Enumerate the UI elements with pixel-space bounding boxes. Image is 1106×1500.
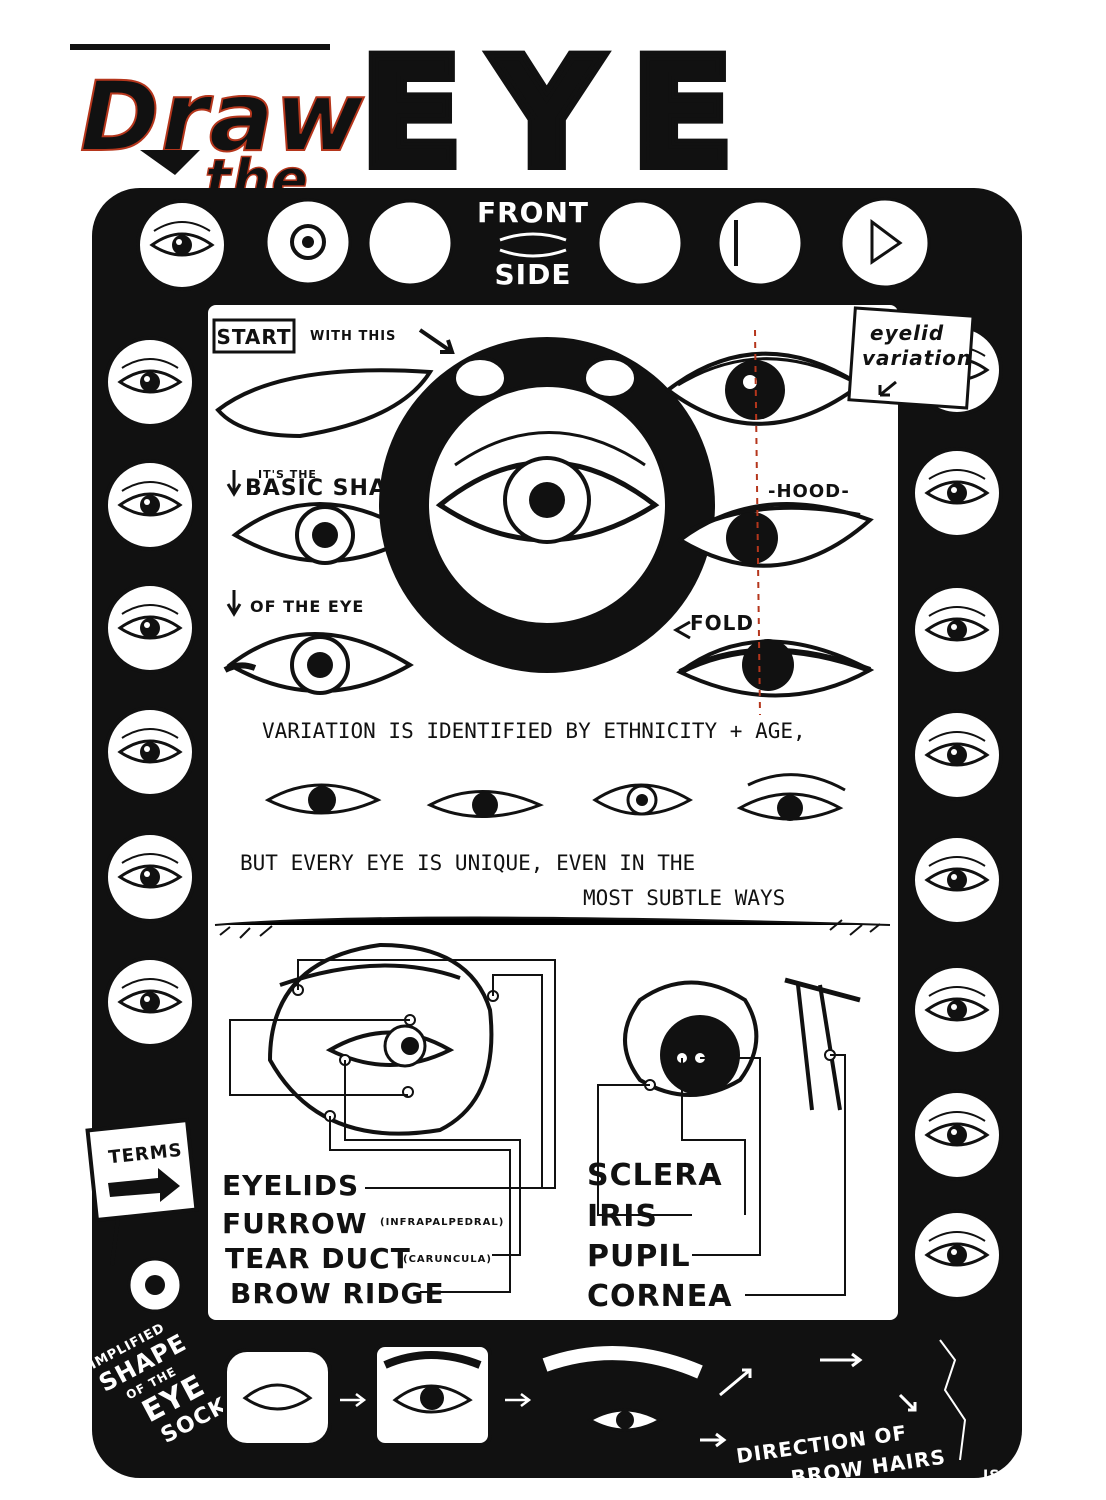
title-draw: Draw — [80, 61, 365, 173]
sphere-icon — [596, 199, 684, 287]
brow-direction-arrows — [700, 1352, 917, 1448]
right-arrow-icon — [340, 1393, 367, 1407]
term-tear-duct-note: (CARUNCULA) — [403, 1254, 492, 1265]
terms-right-list: SCLERA IRIS PUPIL CORNEA — [587, 1158, 732, 1314]
of-the-eye-label: OF THE EYE — [250, 597, 364, 616]
medallion-eye-icon — [104, 582, 196, 674]
front-label: FRONT — [477, 196, 589, 229]
medallion-eye-icon — [104, 706, 196, 798]
side-circle-icon — [716, 199, 804, 287]
term-furrow: FURROW — [222, 1207, 368, 1240]
arrow-icon — [878, 380, 897, 397]
svg-text:START: START — [216, 325, 291, 349]
term-brow-ridge: BROW RIDGE — [230, 1277, 445, 1310]
start-label: START — [212, 318, 296, 354]
anatomy-eyeball-callouts — [597, 1054, 846, 1296]
term-furrow-note: (INFRAPALPEDRAL) — [380, 1217, 504, 1228]
eye-row — [264, 773, 846, 821]
socket-frame-1 — [223, 1348, 332, 1447]
front-side-row: FRONT SIDE — [136, 196, 931, 291]
medallion-eye-icon — [911, 1089, 1003, 1181]
medallion-eye-icon — [911, 1209, 1003, 1301]
anatomy-callout-lines — [229, 959, 556, 1293]
title-eye: EYE — [360, 27, 764, 201]
variation-text: VARIATION IS IDENTIFIED BY ETHNICITY + A… — [262, 719, 806, 743]
title-underline-top — [70, 44, 330, 50]
terms-left-list: EYELIDS FURROW (INFRAPALPEDRAL) TEAR DUC… — [222, 1169, 504, 1310]
svg-text:variation: variation — [862, 346, 972, 370]
terms-sign: TERMS — [85, 1117, 199, 1266]
eye-variation-hood — [676, 502, 874, 568]
eyelid-variation-note: eyelid variation — [847, 306, 975, 410]
right-arrow-icon — [108, 1168, 180, 1202]
basic-shape-outline — [215, 368, 434, 439]
medallion-eye-icon — [911, 584, 1003, 676]
its-the-label: IT'S THE — [258, 468, 317, 481]
title-eye-inline: EYE — [360, 27, 764, 201]
term-sclera: SCLERA — [587, 1158, 723, 1193]
anatomy-eyeball-illustration — [623, 977, 861, 1111]
guide-line — [754, 329, 761, 716]
eye-variation-top — [664, 351, 864, 426]
eyeliner-icon — [223, 662, 257, 673]
central-eye-illustration — [379, 337, 715, 673]
socket-frame-2 — [373, 1343, 492, 1447]
medallion-eye-icon — [104, 831, 196, 923]
medallion-eye-icon — [911, 964, 1003, 1056]
brow-sketch — [542, 1346, 703, 1432]
svg-text:eyelid: eyelid — [870, 321, 944, 345]
title-arrow — [140, 150, 200, 175]
medallion-eye-icon — [104, 336, 196, 428]
eye-variation-fold — [676, 639, 875, 698]
term-cornea: CORNEA — [587, 1279, 732, 1314]
sphere-icon — [366, 199, 454, 287]
hood-label: -HOOD- — [768, 481, 850, 502]
medallion-eye-icon — [911, 834, 1003, 926]
unique-text-2: MOST SUBTLE WAYS — [583, 886, 785, 910]
anatomy-eye-illustration — [267, 942, 494, 1136]
medallion-eye-icon — [911, 709, 1003, 801]
medallion-eye-icon — [104, 956, 196, 1048]
down-arrow-icon — [226, 590, 242, 617]
medallion-eye-icon — [104, 459, 196, 551]
rotate-arrow-icon — [499, 248, 567, 258]
medallion-eye-icon — [136, 199, 228, 291]
brow-hair-band — [214, 916, 891, 939]
eye-socket-icon — [127, 1257, 183, 1313]
term-tear-duct: TEAR DUCT — [225, 1242, 411, 1275]
figure-sketch-icon — [939, 1339, 967, 1461]
side-label: SIDE — [495, 258, 572, 291]
title: Draw the EYE EYE — [70, 22, 764, 212]
medallion-eye-icon — [911, 447, 1003, 539]
with-this-label: WITH THIS — [310, 329, 396, 344]
front-circle-icon — [264, 198, 352, 286]
unique-text-1: BUT EVERY EYE IS UNIQUE, EVEN IN THE — [240, 851, 695, 875]
fold-label: FOLD — [690, 611, 754, 635]
side-eye-icon — [839, 197, 931, 289]
term-iris: IRIS — [587, 1199, 658, 1234]
left-arrow-icon — [672, 620, 691, 640]
rotate-arrow-icon — [499, 232, 567, 242]
down-arrow-icon — [226, 470, 242, 497]
right-arrow-icon — [505, 1393, 532, 1407]
term-eyelids: EYELIDS — [222, 1169, 359, 1202]
signature: JS — [982, 1468, 1000, 1484]
term-pupil: PUPIL — [587, 1239, 691, 1274]
arrow-icon — [418, 328, 455, 354]
